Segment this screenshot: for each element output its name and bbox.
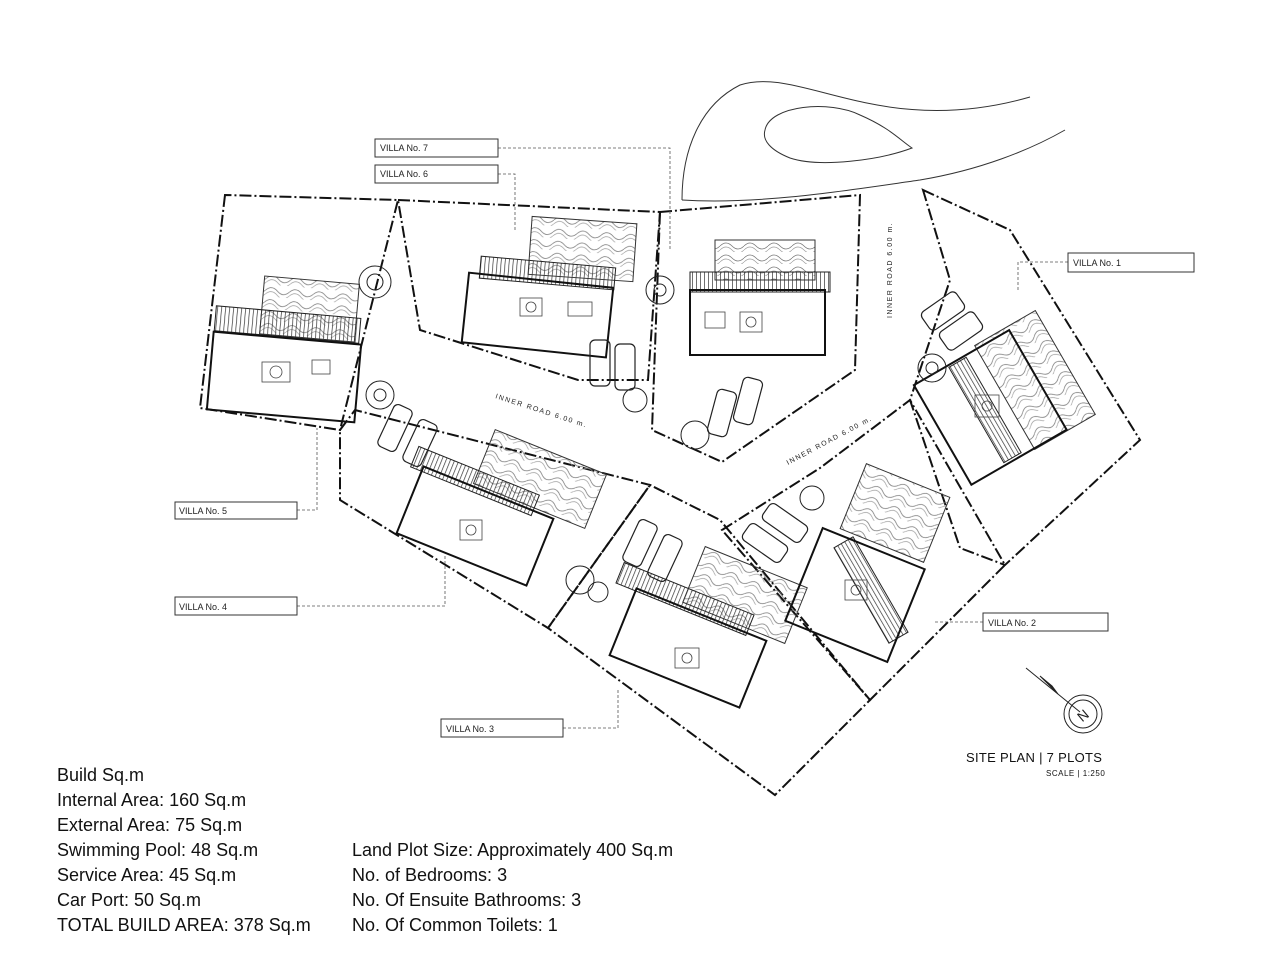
villa-label-boxes xyxy=(174,138,1195,738)
build-area-list: Build Sq.m Internal Area: 160 Sq.m Exter… xyxy=(57,763,311,938)
site-plan-title: SITE PLAN | 7 PLOTS xyxy=(966,750,1103,765)
deck-areas xyxy=(213,255,1022,644)
house-villa-6 xyxy=(460,271,615,359)
villa-label-4: VILLA No. 4 xyxy=(179,602,227,612)
external-area: External Area: 75 Sq.m xyxy=(57,815,243,835)
villa-label-6: VILLA No. 6 xyxy=(380,169,428,179)
service-area: Service Area: 45 Sq.m xyxy=(57,865,237,885)
scale-label: SCALE | 1:250 xyxy=(1046,769,1106,778)
pool-villa-2 xyxy=(839,463,951,563)
house-villa-1 xyxy=(912,328,1068,487)
ensuite-bathrooms-count: No. Of Ensuite Bathrooms: 3 xyxy=(352,890,582,910)
internal-area: Internal Area: 160 Sq.m xyxy=(57,790,247,810)
inner-road-label-c: INNER ROAD 6.00 m. xyxy=(786,415,874,466)
north-compass-icon: N xyxy=(1025,667,1103,734)
inner-road-label-a: INNER ROAD 6.00 m. xyxy=(494,393,588,429)
swimming-pools xyxy=(259,215,1096,645)
villa-label-1: VILLA No. 1 xyxy=(1073,258,1121,268)
inner-road-label-b: INNER ROAD 6.00 m. xyxy=(887,222,894,318)
villa-buildings xyxy=(205,271,1068,709)
land-plot-size: Land Plot Size: Approximately 400 Sq.m xyxy=(352,840,674,860)
bedrooms-count: No. of Bedrooms: 3 xyxy=(352,865,508,885)
villa-label-7: VILLA No. 7 xyxy=(380,143,428,153)
plot-boundaries xyxy=(198,188,1142,797)
build-heading: Build Sq.m xyxy=(57,765,145,785)
landscape-trees xyxy=(358,265,947,603)
house-villa-2 xyxy=(783,526,927,664)
house-villa-3 xyxy=(608,587,768,709)
plot-info-list: Land Plot Size: Approximately 400 Sq.m N… xyxy=(352,838,673,938)
common-toilets-count: No. Of Common Toilets: 1 xyxy=(352,915,558,935)
terrain-contours xyxy=(681,81,1066,202)
house-villa-5 xyxy=(205,330,363,424)
house-villa-7 xyxy=(689,289,826,356)
car-ports xyxy=(377,291,984,583)
house-villa-4 xyxy=(395,465,555,587)
car-port-area: Car Port: 50 Sq.m xyxy=(57,890,202,910)
pool-villa-1 xyxy=(974,309,1096,451)
swimming-pool-area: Swimming Pool: 48 Sq.m xyxy=(57,840,259,860)
total-build-area: TOTAL BUILD AREA: 378 Sq.m xyxy=(57,915,311,935)
interior-furniture xyxy=(261,297,1000,669)
villa-label-5: VILLA No. 5 xyxy=(179,506,227,516)
leader-lines xyxy=(297,147,1068,729)
villa-label-3: VILLA No. 3 xyxy=(446,724,494,734)
villa-label-2: VILLA No. 2 xyxy=(988,618,1036,628)
